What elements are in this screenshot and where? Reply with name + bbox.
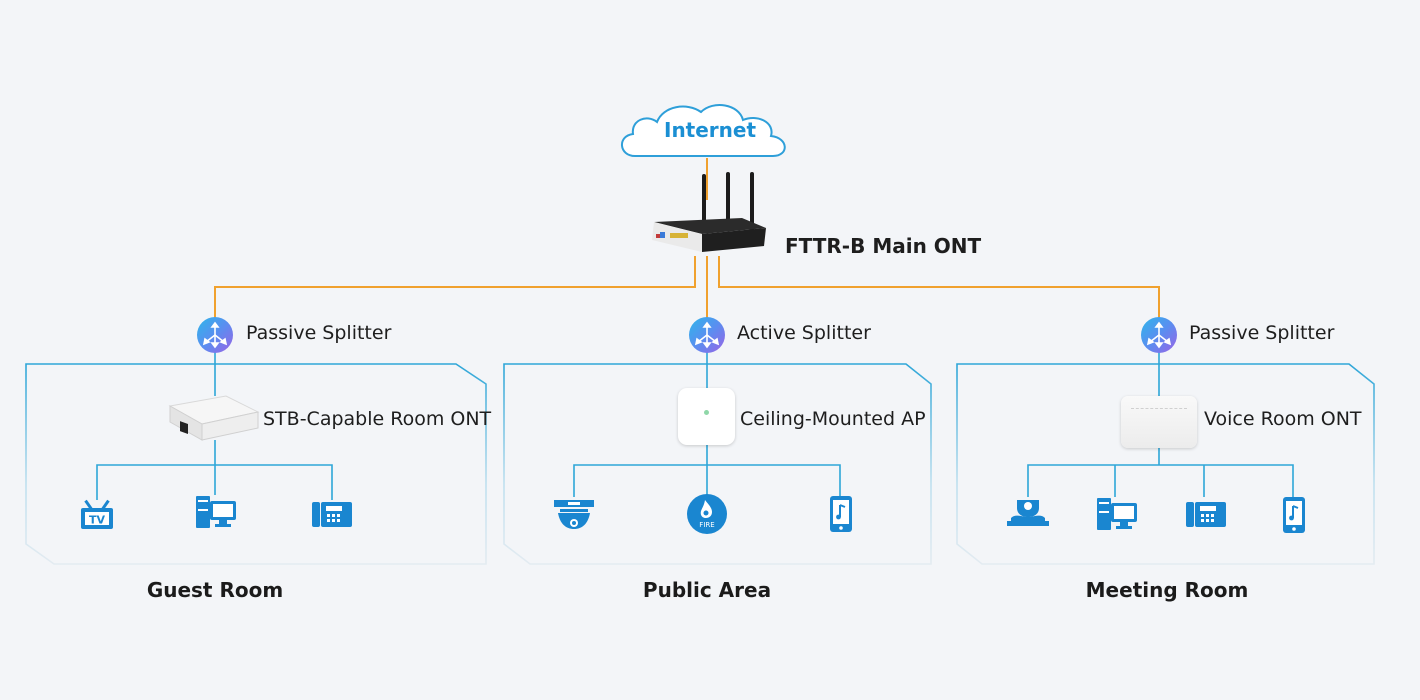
router-icon[interactable] <box>646 170 766 262</box>
svg-text:TV: TV <box>89 514 106 527</box>
smartphone-music-icon[interactable] <box>829 495 853 533</box>
fire-alarm-icon[interactable]: FIRE <box>686 494 728 534</box>
meeting-splitter-label: Passive Splitter <box>1189 322 1335 344</box>
internet-label: Internet <box>664 118 757 142</box>
zone-title-guest-room: Guest Room <box>146 578 284 602</box>
conference-camera-icon[interactable] <box>1007 498 1049 526</box>
link-meeting-ont-devices <box>1027 448 1294 497</box>
public-device-label: Ceiling-Mounted AP <box>740 408 926 430</box>
public-splitter[interactable] <box>689 317 725 353</box>
splitter-arrows-icon <box>202 321 228 349</box>
desktop-computer-icon[interactable] <box>1096 497 1138 531</box>
main-ont-label: FTTR-B Main ONT <box>785 234 982 258</box>
fiber-to-guest-splitter <box>214 256 696 318</box>
zone-frame-public-area <box>503 363 932 565</box>
tv-icon[interactable]: TV <box>79 499 115 531</box>
meeting-splitter[interactable] <box>1141 317 1177 353</box>
dome-camera-icon[interactable] <box>554 500 594 530</box>
voice-room-ont-device[interactable] <box>1121 396 1197 448</box>
meeting-device-label: Voice Room ONT <box>1204 408 1362 430</box>
guest-device-label: STB-Capable Room ONT <box>263 408 492 430</box>
splitter-arrows-icon <box>1146 321 1172 349</box>
link-guest-ont-devices <box>96 440 333 500</box>
guest-splitter-label: Passive Splitter <box>246 322 392 344</box>
public-splitter-label: Active Splitter <box>737 322 871 344</box>
zone-title-meeting-room: Meeting Room <box>1085 578 1249 602</box>
fiber-to-meeting-splitter <box>718 256 1160 318</box>
link-public-ap-devices <box>573 445 841 497</box>
ip-phone-icon[interactable] <box>311 500 353 528</box>
guest-splitter[interactable] <box>197 317 233 353</box>
zone-frame-guest-room <box>25 363 487 565</box>
stb-room-ont-device[interactable] <box>166 392 262 444</box>
cloud-icon <box>621 104 786 157</box>
desktop-computer-icon[interactable] <box>195 495 237 529</box>
splitter-arrows-icon <box>694 321 720 349</box>
zone-frame-meeting-room <box>956 363 1375 565</box>
fire-label: FIRE <box>699 521 714 529</box>
smartphone-music-icon[interactable] <box>1282 496 1306 534</box>
ceiling-ap-device[interactable] <box>678 388 735 445</box>
ip-phone-icon[interactable] <box>1185 500 1227 528</box>
zone-title-public-area: Public Area <box>642 578 772 602</box>
